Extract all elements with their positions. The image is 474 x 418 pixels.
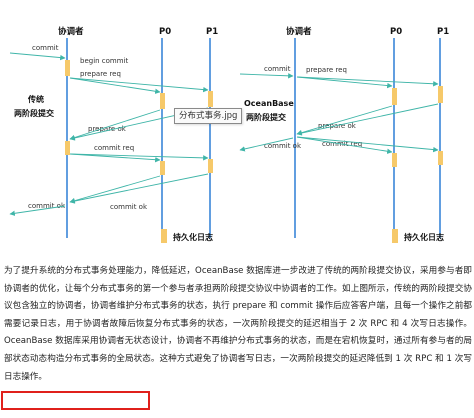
right-title-line1: OceanBase <box>244 99 294 108</box>
left-commit-ok-arrow-p0 <box>69 175 161 204</box>
left-legend-label: 持久化日志 <box>173 232 213 242</box>
left-log-begin-commit <box>65 60 70 76</box>
right-title-line2: 两阶段提交 <box>246 112 286 122</box>
right-p0-header: P0 <box>390 27 402 37</box>
left-log-coordinator-commit <box>65 141 70 155</box>
left-p1-header: P1 <box>206 27 218 37</box>
right-prepare-ok-arrow-p0 <box>296 105 393 136</box>
left-prepare-req-label: prepare req <box>80 70 121 78</box>
right-prepare-req-arrow-p1 <box>296 76 439 87</box>
left-prepare-ok-arrow-p0 <box>69 109 161 141</box>
right-prepare-ok-label: prepare ok <box>318 122 357 130</box>
diagram-canvas: 协调者 P0 P1 传统 两阶段提交 commit begin commit p… <box>9 26 449 243</box>
left-legend-swatch <box>161 229 167 243</box>
right-commit-ok-arrow <box>239 137 294 152</box>
left-title-line2: 两阶段提交 <box>14 108 54 118</box>
highlight-box <box>1 391 150 410</box>
left-log-p0-commit <box>160 161 165 175</box>
left-commit-ok-label-1: commit ok <box>28 202 66 210</box>
left-commit-req-arrow-p0 <box>69 153 161 163</box>
right-log-p1-prepare <box>438 86 443 103</box>
right-log-p0-commit <box>392 153 397 167</box>
left-log-p1-prepare <box>208 91 213 107</box>
image-filename-tooltip: 分布式事务.jpg <box>174 108 243 124</box>
left-prepare-req-arrow-p1 <box>69 77 209 93</box>
right-legend-swatch <box>392 229 398 243</box>
left-msg-commit-label: commit <box>32 44 59 52</box>
right-msg-commit-arrow <box>239 73 294 79</box>
right-prepare-req-label: prepare req <box>306 66 347 74</box>
left-p0-header: P0 <box>159 27 171 37</box>
right-log-p1-commit <box>438 151 443 165</box>
right-commit-req-arrow-p0 <box>296 136 393 154</box>
left-begin-commit-label: begin commit <box>80 57 129 65</box>
left-coordinator-header: 协调者 <box>58 26 84 37</box>
right-commit-req-arrow-p1 <box>296 136 439 153</box>
right-legend-label: 持久化日志 <box>404 232 444 242</box>
right-p1-header: P1 <box>437 27 449 37</box>
paragraph-main-text: 为了提升系统的分布式事务处理能力，降低延迟，OceanBase 数据库进一步改进… <box>4 266 472 364</box>
right-coordinator-header: 协调者 <box>286 26 312 37</box>
left-prepare-ok-label: prepare ok <box>88 125 127 133</box>
left-msg-commit-arrow <box>9 52 66 61</box>
right-prepare-req-arrow-p0 <box>296 76 393 89</box>
left-log-p1-commit <box>208 159 213 173</box>
left-commit-ok-client-arrow <box>9 205 66 216</box>
right-msg-commit-label: commit <box>264 65 291 73</box>
left-commit-req-arrow-p1 <box>69 153 209 161</box>
description-paragraph: 为了提升系统的分布式事务处理能力，降低延迟，OceanBase 数据库进一步改进… <box>4 263 472 386</box>
right-commit-ok-label: commit ok <box>264 142 302 150</box>
left-log-p0-prepare <box>160 93 165 109</box>
paragraph-highlight-text: 1 次 RPC 和 1 次写日志操作。 <box>4 353 472 382</box>
left-commit-req-label: commit req <box>94 144 134 152</box>
left-commit-ok-label-2: commit ok <box>110 203 148 211</box>
two-phase-commit-diagram: 协调者 P0 P1 传统 两阶段提交 commit begin commit p… <box>9 26 449 243</box>
left-title-line1: 传统 <box>27 94 44 104</box>
left-prepare-req-arrow-p0 <box>69 77 161 94</box>
left-commit-ok-arrow-p1 <box>69 173 209 204</box>
right-log-p0-prepare <box>392 88 397 105</box>
right-prepare-ok-arrow-p1 <box>296 103 439 136</box>
